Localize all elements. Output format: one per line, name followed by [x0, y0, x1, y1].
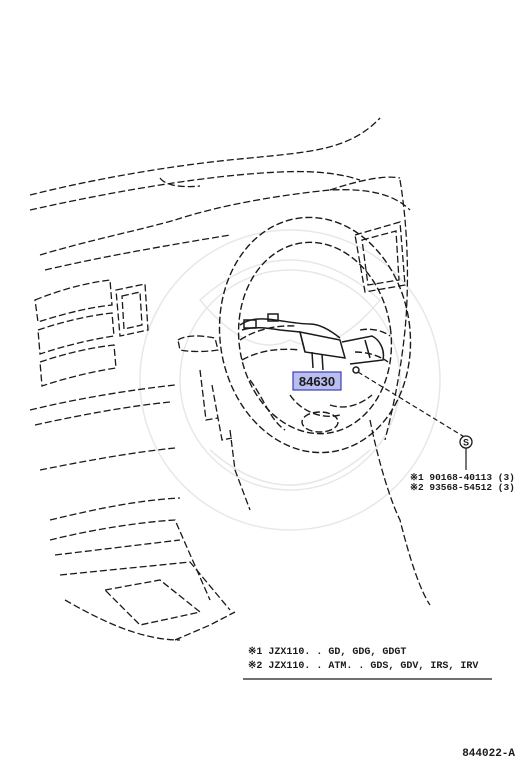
- fastener-callout[interactable]: S: [459, 435, 473, 449]
- part-label-84630[interactable]: 84630: [292, 371, 342, 391]
- part-number-2[interactable]: ※2 93568-54512 (3): [410, 482, 515, 493]
- note-1: ※1 JZX110. . GD, GDG, GDGT: [248, 646, 406, 658]
- steering-wheel: [218, 216, 412, 454]
- note-2: ※2 JZX110. . ATM. . GDS, GDV, IRS, IRV: [248, 660, 478, 672]
- watermark-emblem: [139, 229, 441, 531]
- spiral-cable-sub-assembly: [239, 313, 385, 374]
- callout-symbol: S: [463, 438, 469, 448]
- part-label-text: 84630: [299, 374, 335, 389]
- part-number-1[interactable]: ※1 90168-40113 (3): [410, 472, 515, 483]
- leader-line: [357, 371, 467, 439]
- dashboard-outline: [29, 117, 431, 641]
- diagram-code: 844022-A: [462, 748, 515, 760]
